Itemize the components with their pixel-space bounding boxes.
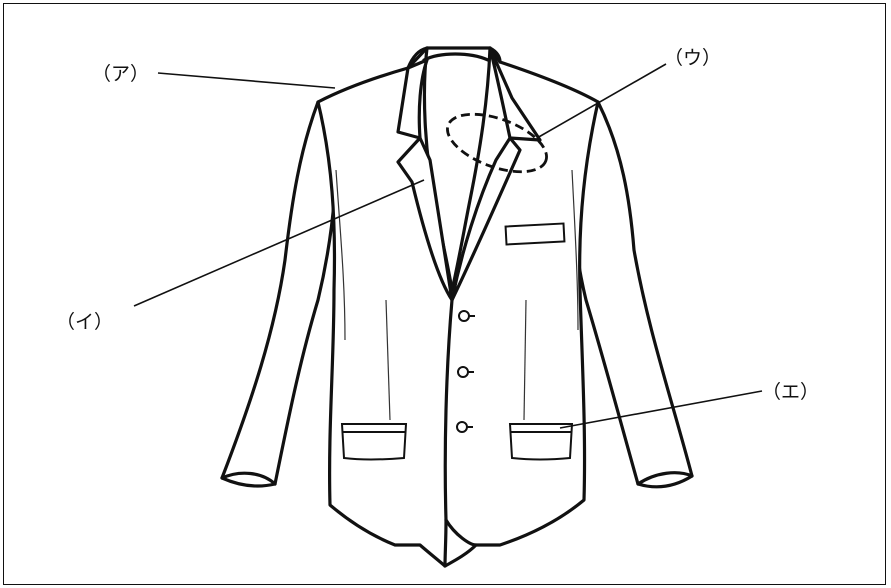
right-pocket-flap [508, 423, 574, 461]
label-i: （イ） [56, 311, 113, 333]
label-e: （エ） [762, 381, 819, 403]
highlight-ellipse [446, 112, 548, 174]
right-sleeve [569, 100, 694, 489]
button-3 [456, 421, 468, 433]
leader-a [157, 72, 336, 89]
left-side-seam [385, 299, 391, 421]
label-a: （ア） [92, 63, 149, 85]
collar-inner [422, 52, 490, 62]
left-sleeve [220, 100, 338, 488]
right-sleeve-seam [571, 169, 579, 331]
buttons [456, 310, 475, 433]
leader-i [133, 179, 425, 307]
button-1 [458, 310, 470, 322]
seams [335, 169, 579, 421]
right-cuff [636, 471, 694, 486]
right-side-seam [523, 299, 527, 421]
label-u: （ウ） [664, 47, 721, 69]
right-collar [488, 46, 542, 142]
leader-e [559, 390, 763, 429]
leader-lines [133, 63, 763, 429]
leader-u [536, 63, 667, 139]
left-cuff [220, 471, 277, 486]
breast-pocket [504, 222, 566, 246]
left-sleeve-seam [335, 169, 346, 341]
front-opening [443, 298, 454, 568]
jacket-body [316, 46, 600, 568]
button-2 [457, 366, 469, 378]
inner-v-right [450, 46, 492, 292]
pockets [340, 423, 574, 461]
left-pocket-flap [340, 423, 408, 461]
front-hem-curve [444, 518, 478, 547]
jacket-icon [220, 46, 694, 568]
